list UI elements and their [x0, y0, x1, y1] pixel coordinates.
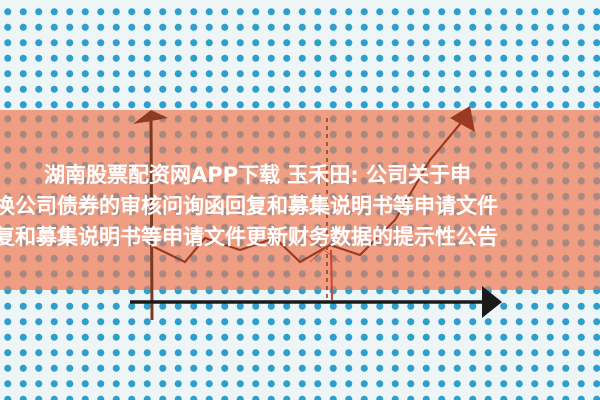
- headline-line-1: 湖南股票配资网APP下载 玉禾田: 公司关于申: [44, 163, 472, 187]
- highlight-band: [0, 110, 600, 290]
- marker-line-icon: [330, 249, 333, 301]
- x-axis-arrowhead-icon: [482, 286, 502, 318]
- trend-arrowhead-icon: [450, 106, 475, 132]
- headline-line-2: 换公司债券的审核问询函回复和募集说明书等申请文件: [0, 194, 498, 218]
- headline-line-3: 复和募集说明书等申请文件更新财务数据的提示性公告: [0, 225, 498, 249]
- y-axis-arrowhead-icon: [133, 110, 168, 124]
- headline: 湖南股票配资网APP下载 玉禾田: 公司关于申 换公司债券的审核问询函回复和募集…: [0, 160, 600, 253]
